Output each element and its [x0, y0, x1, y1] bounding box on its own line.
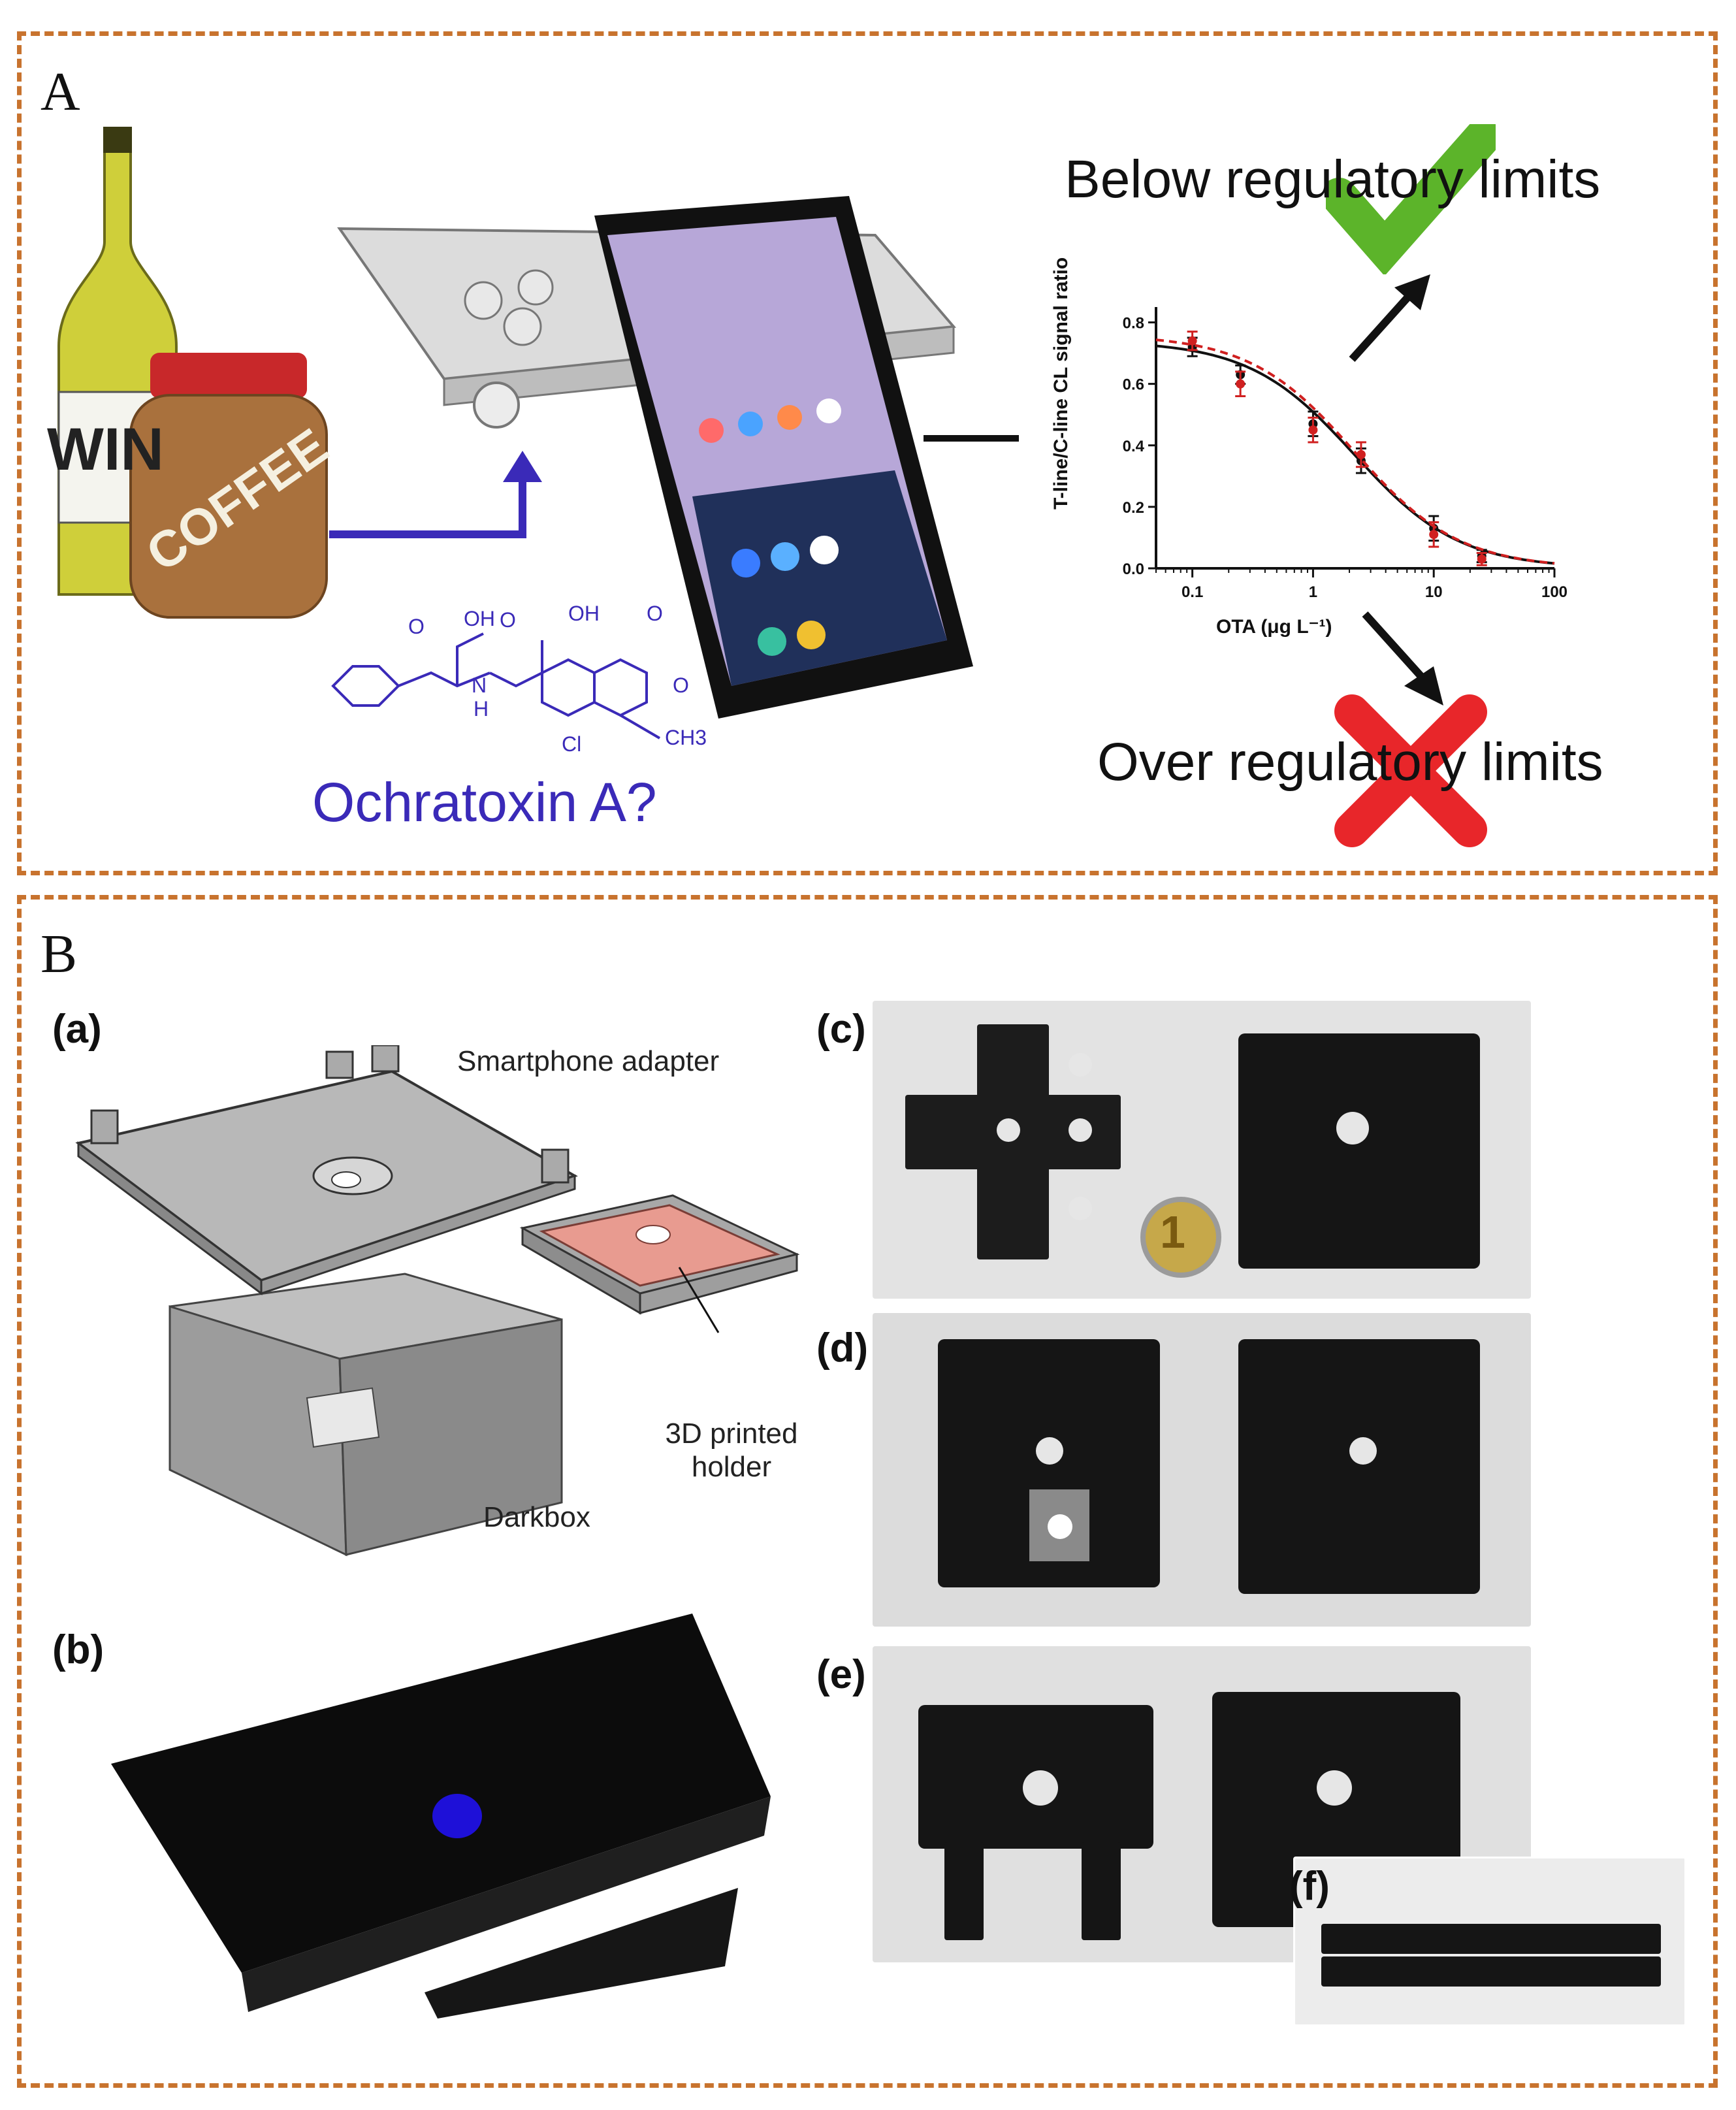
check-icon — [1326, 124, 1496, 274]
atom-o-1: O — [408, 615, 425, 638]
y-tick-label: 0.8 — [1123, 315, 1144, 333]
panel-a-frame — [17, 31, 1718, 875]
coffee-jar — [129, 353, 328, 619]
calibration-chart: 0.0 0.2 0.4 0.6 0.8 0.1 1 10 100 — [1123, 307, 1567, 601]
label-darkbox: Darkbox — [483, 1501, 590, 1533]
panel-b-frame — [17, 895, 1718, 2088]
up-arrow — [1349, 274, 1430, 363]
photo-f — [1293, 1857, 1686, 2026]
chart-xlabel: OTA (μg L⁻¹) — [1216, 616, 1332, 638]
connector-line — [924, 435, 1019, 442]
atom-ch3: CH3 — [665, 726, 707, 749]
x-tick-label: 100 — [1541, 583, 1567, 601]
molecule-title: Ochratoxin A? — [312, 771, 657, 833]
subpanel-f-label: (f) — [1289, 1864, 1330, 1909]
chart-axes: 0.0 0.2 0.4 0.6 0.8 0.1 1 10 100 — [1123, 307, 1567, 601]
cross-icon — [1334, 694, 1487, 847]
data-point — [1356, 449, 1366, 459]
data-point — [1308, 425, 1318, 435]
fit-curve-1 — [1155, 344, 1555, 565]
y-tick-label: 0.4 — [1123, 438, 1145, 455]
chip-and-smartphone — [337, 196, 973, 719]
atom-h: H — [474, 697, 489, 721]
darkbox — [169, 1273, 563, 1557]
y-tick-label: 0.2 — [1123, 499, 1144, 517]
panel-b-letter: B — [40, 924, 78, 984]
wine-label: WIN — [47, 416, 164, 483]
data-point — [1187, 336, 1197, 346]
smartphone — [594, 196, 973, 719]
led-indicator — [432, 1794, 482, 1838]
atom-n: N — [472, 674, 487, 697]
subpanel-c-label: (c) — [816, 1007, 866, 1052]
x-tick-label: 0.1 — [1181, 583, 1203, 601]
x-tick-label: 1 — [1309, 583, 1317, 601]
photo-d — [873, 1313, 1531, 1627]
subpanel-e-label: (e) — [816, 1652, 866, 1697]
data-point — [1236, 379, 1246, 389]
data-point — [1477, 554, 1487, 564]
smartphone-adapter — [75, 1045, 578, 1295]
printed-holder — [519, 1194, 800, 1315]
x-tick-label: 10 — [1425, 583, 1443, 601]
phone-app-grid — [686, 366, 869, 679]
exploded-device-drawing — [75, 1045, 800, 1557]
down-arrow — [1362, 611, 1443, 706]
outcome-over-text: Over regulatory limits — [1097, 732, 1603, 792]
coin-value: 1 — [1160, 1207, 1185, 1258]
atom-oh-2: OH — [568, 602, 600, 625]
y-tick-label: 0.6 — [1123, 376, 1144, 394]
wine-coffee-illustration — [57, 127, 328, 619]
assembled-device-photo — [111, 1614, 771, 2019]
atom-o-4: O — [673, 674, 689, 697]
photo-c: 1 — [873, 1001, 1531, 1299]
atom-oh-1: OH — [464, 607, 495, 630]
label-3d-printed-holder: 3D printed holder — [665, 1418, 798, 1483]
outcome-below-text: Below regulatory limits — [1065, 150, 1601, 209]
atom-cl: Cl — [562, 732, 581, 756]
subpanel-b-label: (b) — [52, 1627, 104, 1672]
panel-a-letter: A — [40, 61, 80, 122]
atom-o-3: O — [647, 602, 663, 625]
label-smartphone-adapter: Smartphone adapter — [457, 1045, 720, 1077]
atom-o-2: O — [500, 608, 516, 632]
ochratoxin-structure: O OH O OH O N H O Cl CH3 — [331, 602, 707, 756]
fit-curve-2 — [1155, 338, 1555, 565]
y-tick-label: 0.0 — [1123, 560, 1144, 578]
subpanel-d-label: (d) — [816, 1325, 869, 1371]
chart-marks — [1155, 331, 1555, 566]
subpanel-a-label: (a) — [52, 1007, 102, 1052]
data-point — [1429, 530, 1439, 540]
coin-icon — [1140, 1197, 1221, 1278]
sample-flow-arrow — [329, 451, 542, 538]
chart-ylabel: T-line/C-line CL signal ratio — [1050, 257, 1072, 510]
holder-leader-line — [678, 1267, 720, 1333]
